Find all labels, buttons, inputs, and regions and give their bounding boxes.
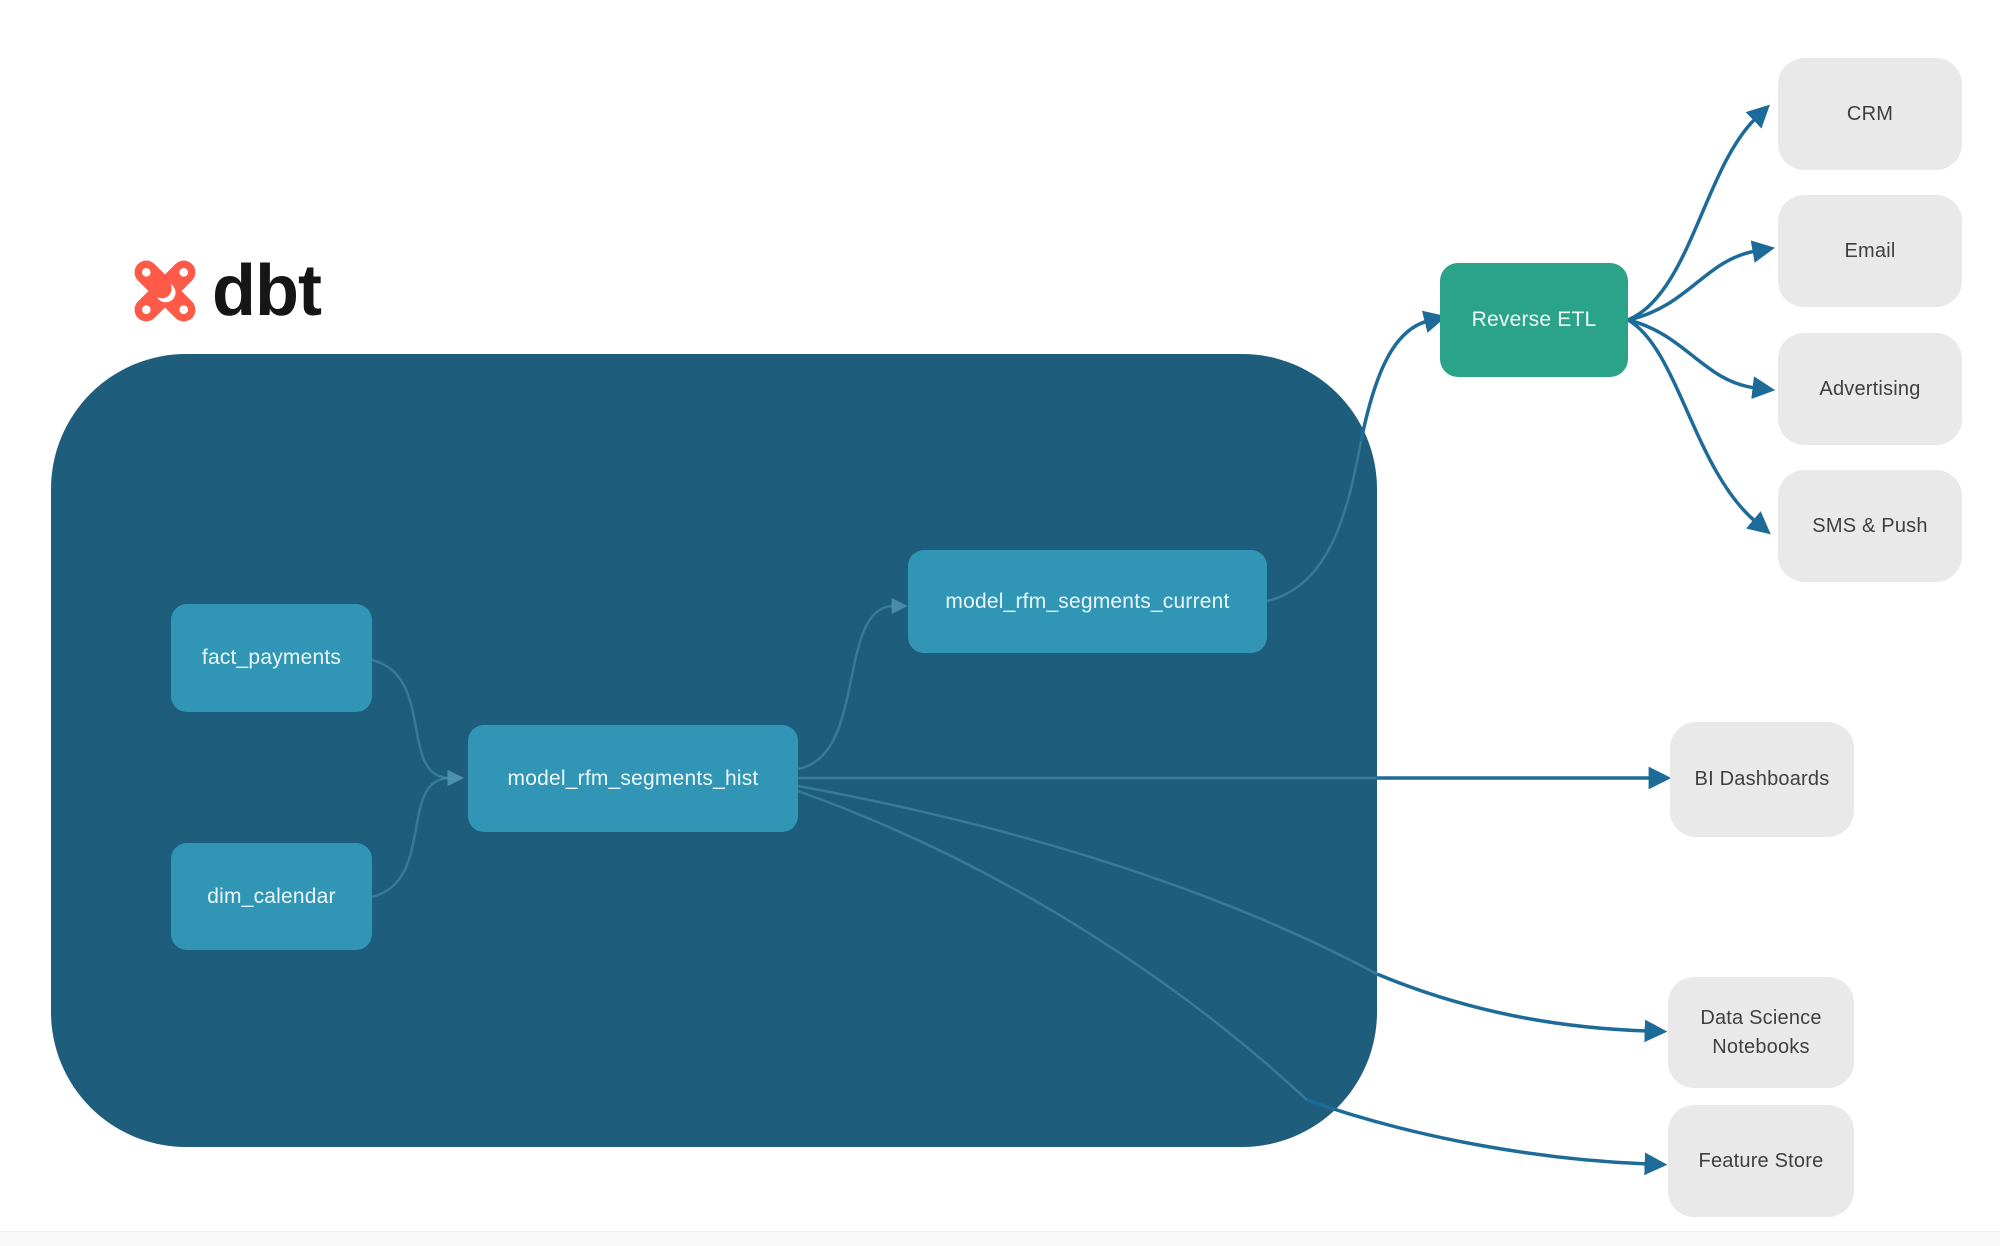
dbt-logo: dbt xyxy=(126,251,322,331)
bottom-edge xyxy=(0,1231,2000,1246)
edge-etl-to-advertising xyxy=(1627,318,1776,399)
node-fact-payments: fact_payments xyxy=(171,604,372,712)
node-model-rfm-segments-current: model_rfm_segments_current xyxy=(908,550,1267,653)
node-reverse-etl: Reverse ETL xyxy=(1440,263,1628,377)
node-sms-push: SMS & Push xyxy=(1778,470,1962,582)
node-feature-store: Feature Store xyxy=(1668,1105,1854,1217)
node-email: Email xyxy=(1778,195,1962,307)
edge-hist-to-fs xyxy=(1306,1098,1668,1176)
edge-etl-to-email xyxy=(1627,240,1776,322)
node-dim-calendar: dim_calendar xyxy=(171,843,372,950)
dbt-logo-wordmark: dbt xyxy=(212,251,322,331)
node-crm: CRM xyxy=(1778,58,1962,170)
node-bi-dashboards: BI Dashboards xyxy=(1670,722,1854,837)
edge-etl-to-sms xyxy=(1627,318,1771,535)
dbt-star-icon xyxy=(134,260,196,322)
node-model-rfm-segments-hist: model_rfm_segments_hist xyxy=(468,725,798,832)
edge-hist-to-ds xyxy=(1376,972,1668,1043)
edge-current-to-etl xyxy=(1359,310,1447,442)
node-data-science-notebooks: Data Science Notebooks xyxy=(1668,977,1854,1088)
node-advertising: Advertising xyxy=(1778,333,1962,445)
edge-etl-to-crm xyxy=(1627,104,1770,322)
